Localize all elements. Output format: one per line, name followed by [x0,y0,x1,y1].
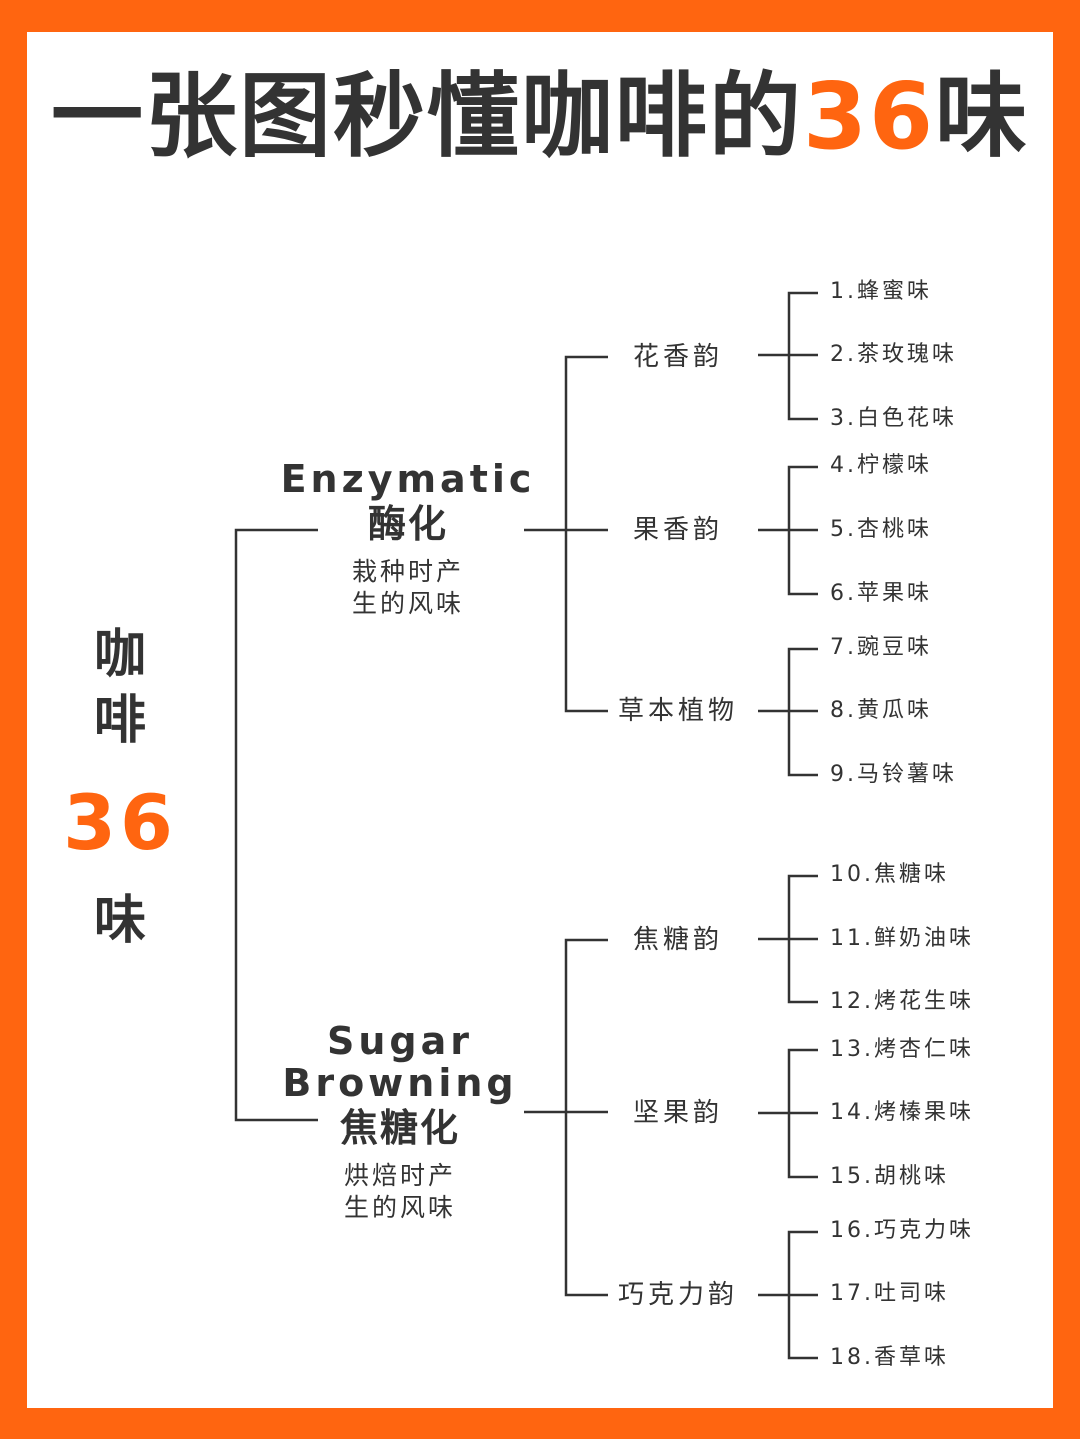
flavor-item: 16.巧克力味 [830,1218,974,1243]
branch-herbal: 草本植物 [617,696,738,726]
flavor-item: 12.烤花生味 [830,989,974,1014]
title-number: 36 [802,63,936,170]
root-number: 36 [63,778,177,867]
branch-floral: 花香韵 [632,342,723,372]
flavor-item: 9.马铃薯味 [830,762,957,787]
flavor-item: 18.香草味 [830,1345,949,1370]
desc-line-2: 生的风味 [343,1193,456,1222]
desc-line-1: 栽种时产 [351,557,464,586]
flavor-item: 4.柠檬味 [830,453,932,478]
root-node: 咖 啡 36 味 [60,622,180,954]
branch-caramel: 焦糖韵 [632,925,723,955]
flavor-item: 11.鲜奶油味 [830,926,974,951]
flavor-item: 15.胡桃味 [830,1164,949,1189]
flavor-item: 1.蜂蜜味 [830,279,932,304]
flavor-item: 2.茶玫瑰味 [830,342,957,367]
category-en-label: Enzymatic [280,457,536,501]
branch-chocolate: 巧克力韵 [617,1280,738,1310]
desc-line-1: 烘焙时产 [343,1161,456,1190]
title-suffix: 味 [935,63,1030,170]
branch-nutty: 坚果韵 [632,1098,723,1128]
category-en-label-1: Sugar [326,1019,473,1063]
flavor-item: 5.杏桃味 [830,517,932,542]
title-prefix: 一张图秒懂咖啡的 [50,63,803,170]
category-desc: 烘焙时产 生的风味 [270,1160,530,1224]
flavor-item: 8.黄瓜味 [830,698,932,723]
page-title: 一张图秒懂咖啡的36味 [0,62,1080,172]
poster-canvas [27,32,1053,1408]
root-char-2: 啡 [93,691,146,751]
branch-fruity: 果香韵 [632,515,723,545]
flavor-item: 17.吐司味 [830,1281,949,1306]
category-desc: 栽种时产 生的风味 [278,556,538,620]
flavor-item: 14.烤榛果味 [830,1100,974,1125]
category-enzymatic: Enzymatic 酶化 栽种时产 生的风味 [278,458,538,620]
flavor-item: 6.苹果味 [830,581,932,606]
flavor-item: 10.焦糖味 [830,862,949,887]
category-zh-label: 酶化 [367,502,448,546]
flavor-item: 7.豌豆味 [830,635,932,660]
category-zh-label: 焦糖化 [339,1106,460,1150]
desc-line-2: 生的风味 [351,589,464,618]
root-char-1: 咖 [93,625,146,685]
category-en-label-2: Browning [282,1061,518,1105]
flavor-item: 13.烤杏仁味 [830,1037,974,1062]
flavor-item: 3.白色花味 [830,406,957,431]
category-sugar-browning: Sugar Browning 焦糖化 烘焙时产 生的风味 [270,1020,530,1224]
root-char-3: 味 [93,891,146,951]
